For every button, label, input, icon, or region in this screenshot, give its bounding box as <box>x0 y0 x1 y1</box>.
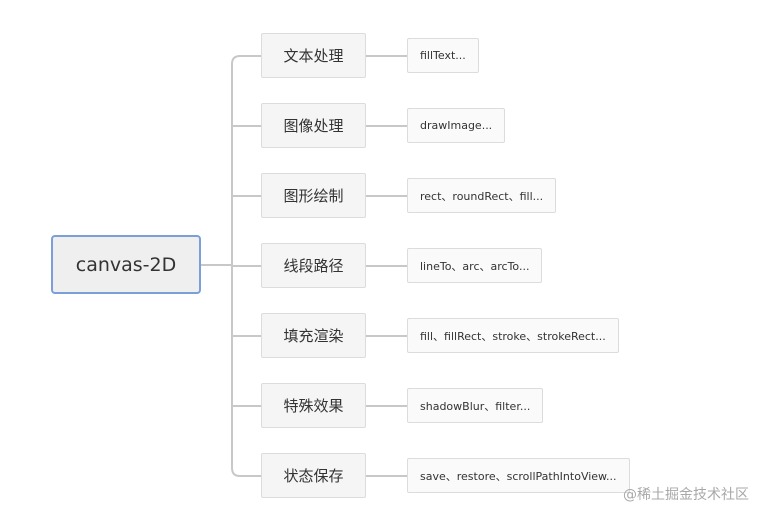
branch-label: 图形绘制 <box>283 187 344 205</box>
branch-label: 文本处理 <box>283 47 344 65</box>
branch-connector <box>231 467 261 477</box>
leaf-label: rect、roundRect、fill... <box>420 189 544 203</box>
branch-node-image[interactable]: 图像处理 <box>261 103 366 148</box>
branch-node-state[interactable]: 状态保存 <box>261 453 366 498</box>
branch-node-paths[interactable]: 线段路径 <box>261 243 366 288</box>
branch-label: 填充渲染 <box>283 327 344 345</box>
branch-label: 图像处理 <box>283 117 344 135</box>
root-node-label: canvas-2D <box>75 253 177 276</box>
leaf-node-state[interactable]: save、restore、scrollPathIntoView... <box>407 458 630 493</box>
leaf-label: shadowBlur、filter... <box>420 399 531 413</box>
branch-connector <box>231 55 261 65</box>
branch-label: 特殊效果 <box>283 397 344 415</box>
leaf-node-shapes[interactable]: rect、roundRect、fill... <box>407 178 557 213</box>
branch-node-text[interactable]: 文本处理 <box>261 33 366 78</box>
branch-node-shapes[interactable]: 图形绘制 <box>261 173 366 218</box>
leaf-node-text[interactable]: fillText... <box>407 38 479 73</box>
leaf-node-fill-render[interactable]: fill、fillRect、stroke、strokeRect... <box>407 318 619 353</box>
leaf-label: fillText... <box>420 49 466 62</box>
watermark: @稀土掘金技术社区 <box>623 487 749 503</box>
branch-node-fill-render[interactable]: 填充渲染 <box>261 313 366 358</box>
leaf-node-paths[interactable]: lineTo、arc、arcTo... <box>407 248 543 283</box>
branch-label: 状态保存 <box>283 467 344 485</box>
branch-label: 线段路径 <box>283 257 344 275</box>
leaf-label: lineTo、arc、arcTo... <box>420 259 530 273</box>
leaf-node-effects[interactable]: shadowBlur、filter... <box>407 388 544 423</box>
leaf-node-image[interactable]: drawImage... <box>407 108 506 143</box>
root-node[interactable]: canvas-2D <box>51 235 201 294</box>
leaf-label: save、restore、scrollPathIntoView... <box>420 469 617 483</box>
leaf-label: fill、fillRect、stroke、strokeRect... <box>420 329 606 343</box>
branch-node-effects[interactable]: 特殊效果 <box>261 383 366 428</box>
leaf-label: drawImage... <box>420 119 493 132</box>
